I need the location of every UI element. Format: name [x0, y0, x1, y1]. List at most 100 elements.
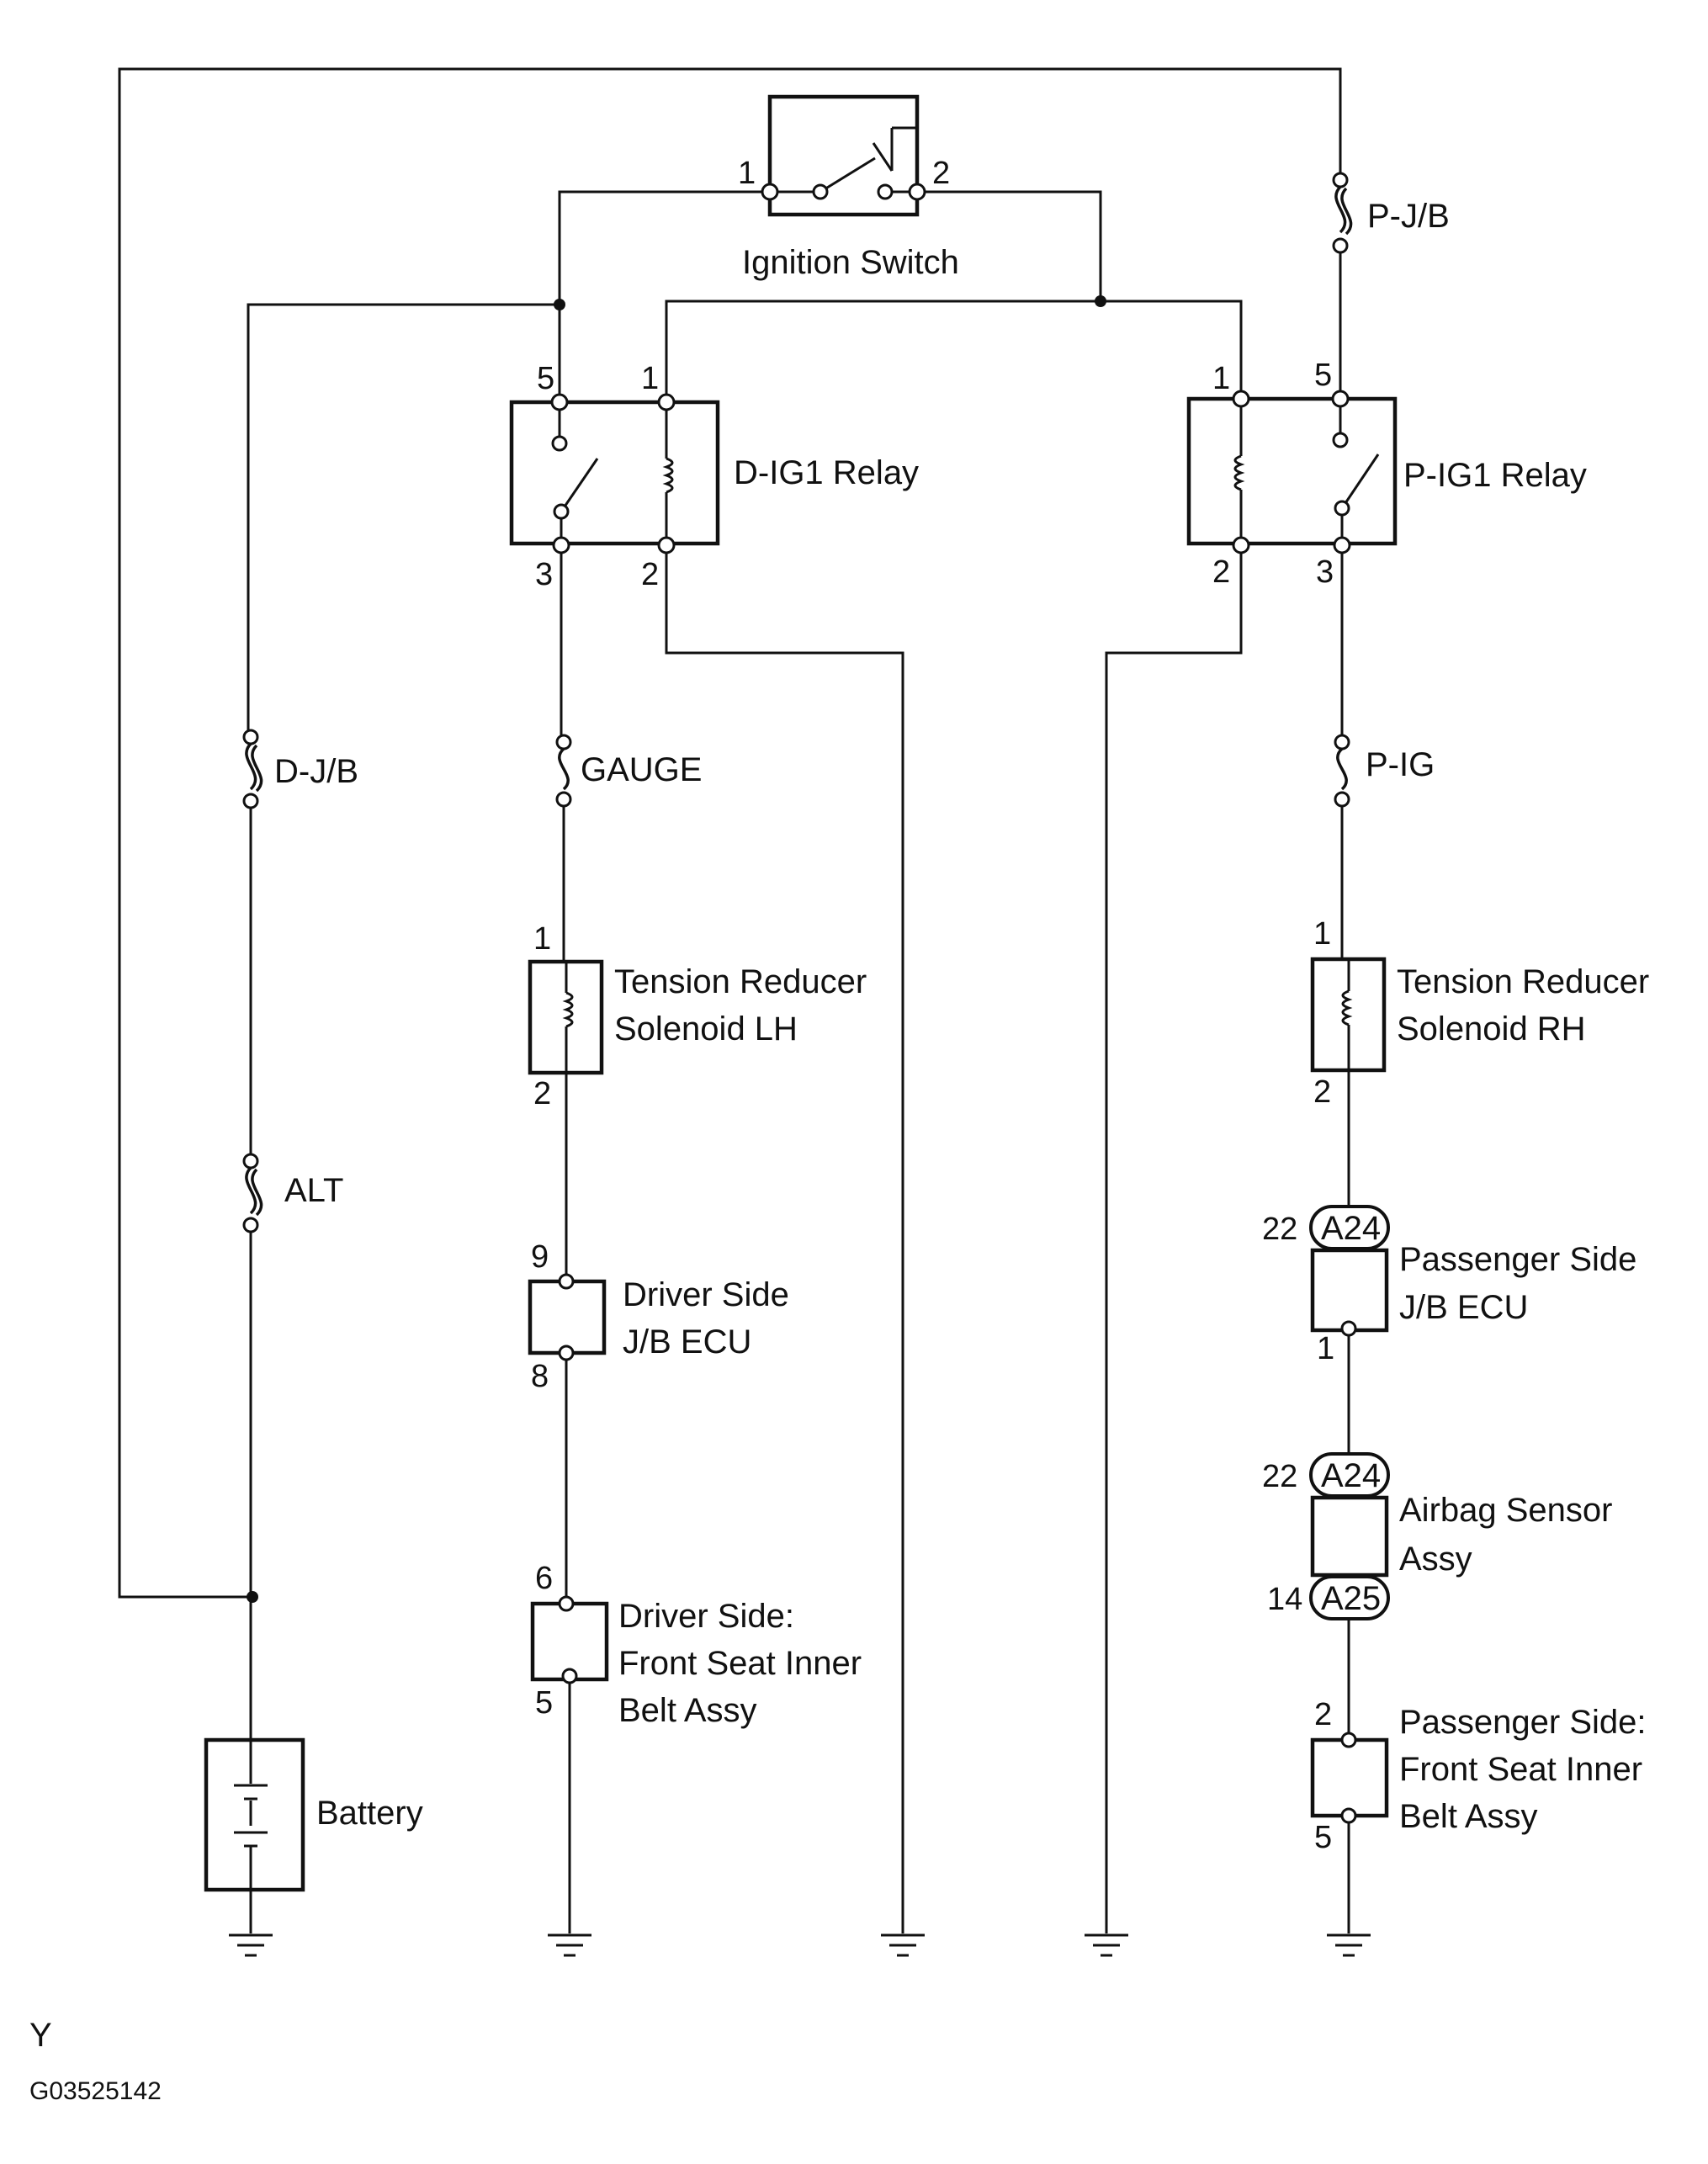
passenger-ecu-connector: A24 [1321, 1210, 1381, 1247]
tension-reducer-rh: 1 2 Tension Reducer Solenoid RH [1310, 916, 1649, 1110]
p-relay-coil [1233, 454, 1245, 491]
passenger-ecu-pin-1: 1 [1317, 1331, 1334, 1366]
d-relay-coil [662, 457, 674, 494]
footer-code: G03525142 [29, 2077, 162, 2105]
driver-belt-assy: 6 5 Driver Side: Front Seat Inner Belt A… [530, 1561, 862, 1729]
passenger-belt-label-2: Front Seat Inner [1399, 1751, 1642, 1788]
terminal [242, 793, 259, 809]
fuse-d-jb-label: D-J/B [274, 753, 358, 790]
driver-belt-label-2: Front Seat Inner [618, 1645, 862, 1682]
ignition-switch-blade [820, 156, 876, 194]
fuse-alt-symbol [245, 1166, 257, 1215]
passenger-jb-ecu-body [1310, 1248, 1389, 1333]
passenger-ecu-label-1: Passenger Side [1399, 1241, 1636, 1278]
d-relay-pin-5: 5 [537, 361, 554, 396]
fuse-d-jb-symbol [251, 744, 263, 793]
ground-p-relay [1085, 1933, 1128, 1957]
p-ig1-relay-label: P-IG1 Relay [1403, 457, 1587, 494]
terminal [657, 536, 676, 554]
junction-dot [1095, 295, 1106, 307]
fuse-alt-label: ALT [284, 1172, 343, 1209]
solenoid-lh-pin-1: 1 [533, 921, 551, 957]
solenoid-rh-pin-2: 2 [1313, 1074, 1331, 1110]
wire-d-relay-pin2-ground [665, 549, 904, 1933]
terminal [908, 183, 926, 201]
passenger-belt-pin-5: 5 [1314, 1820, 1332, 1855]
airbag-connector-bottom: A25 [1321, 1580, 1381, 1617]
p-relay-pin-2: 2 [1212, 554, 1230, 590]
fuse-p-jb-symbol [1340, 187, 1353, 236]
terminal [552, 536, 570, 554]
ground-driver-belt [548, 1933, 591, 1957]
wire-bus-left [247, 303, 560, 732]
ignition-switch-pin-1: 1 [738, 156, 756, 191]
tension-reducer-lh: 1 2 Tension Reducer Solenoid LH [528, 921, 867, 1111]
passenger-belt-label-3: Belt Assy [1399, 1798, 1538, 1835]
footer-mark: Y [29, 2017, 52, 2054]
d-ig1-relay-body [509, 400, 720, 546]
driver-ecu-pin-9: 9 [531, 1239, 549, 1275]
terminal [1332, 237, 1349, 254]
ground-passenger-belt [1327, 1933, 1371, 1957]
solenoid-lh-pin-2: 2 [533, 1076, 551, 1111]
fuse-p-jb-symbol [1334, 185, 1347, 234]
passenger-jb-ecu: A24 22 1 Passenger Side J/B ECU [1262, 1205, 1636, 1366]
terminal [550, 393, 569, 411]
wire-bus-right [665, 300, 1243, 400]
terminal [1332, 172, 1349, 188]
fuse-p-ig-label: P-IG [1366, 746, 1435, 783]
passenger-ecu-label-2: J/B ECU [1399, 1289, 1528, 1326]
p-relay-pin-3: 3 [1316, 554, 1334, 590]
airbag-label-2: Assy [1399, 1541, 1472, 1578]
terminal [551, 435, 568, 452]
driver-ecu-pin-8: 8 [531, 1359, 549, 1394]
passenger-ecu-pin-22: 22 [1262, 1212, 1297, 1247]
wire-p-relay-pin2-ground [1105, 549, 1243, 1933]
p-ig1-relay-body [1186, 396, 1398, 546]
driver-ecu-label-2: J/B ECU [623, 1323, 751, 1360]
driver-jb-ecu: 9 8 Driver Side J/B ECU [528, 1239, 789, 1394]
p-relay-pin-5: 5 [1314, 358, 1332, 393]
terminal [877, 183, 894, 200]
junction-dot [247, 1591, 258, 1603]
fuse-p-ig: P-IG [1334, 734, 1435, 808]
ground-battery [229, 1933, 273, 1957]
driver-jb-ecu-body [528, 1279, 607, 1355]
solenoid-rh-coil [1341, 989, 1353, 1026]
driver-belt-label-1: Driver Side: [618, 1598, 794, 1635]
d-ig1-relay-label: D-IG1 Relay [734, 454, 919, 491]
passenger-belt-pin-2: 2 [1314, 1697, 1332, 1732]
terminal [242, 1217, 259, 1233]
battery: Battery [204, 1737, 423, 1892]
terminal [242, 1153, 259, 1170]
terminal [1340, 1807, 1357, 1824]
fuse-d-jb-symbol [245, 742, 257, 791]
terminal [1340, 1320, 1357, 1337]
terminal [558, 1345, 575, 1361]
ignition-switch-label: Ignition Switch [742, 244, 959, 281]
ignition-switch: 1 2 Ignition Switch [738, 94, 959, 281]
d-ig1-relay: 5 1 3 2 D-IG1 Relay [509, 361, 919, 592]
solenoid-rh-label-1: Tension Reducer [1397, 963, 1649, 1000]
fuse-gauge: GAUGE [555, 734, 702, 808]
wires [118, 67, 1350, 1933]
ignition-switch-arm [872, 142, 894, 172]
battery-body [204, 1737, 305, 1892]
d-relay-switch-blade [560, 458, 599, 512]
connector-a25-badge [1309, 1575, 1390, 1620]
terminal [657, 393, 676, 411]
driver-belt-pin-6: 6 [535, 1561, 553, 1596]
terminal [558, 1273, 575, 1290]
p-relay-pin-1: 1 [1212, 361, 1230, 396]
d-relay-pin-1: 1 [641, 361, 659, 396]
p-relay-switch-blade [1340, 453, 1380, 509]
p-ig1-relay: 1 5 2 3 P-IG1 Relay [1186, 358, 1587, 590]
battery-label: Battery [316, 1795, 423, 1832]
terminal [561, 1668, 578, 1684]
driver-belt-pin-5: 5 [535, 1685, 553, 1721]
airbag-sensor-body [1310, 1495, 1389, 1578]
fuse-gauge-label: GAUGE [581, 751, 702, 788]
wire-ig-sw-pin2 [917, 190, 1102, 301]
passenger-belt-label-1: Passenger Side: [1399, 1704, 1647, 1741]
